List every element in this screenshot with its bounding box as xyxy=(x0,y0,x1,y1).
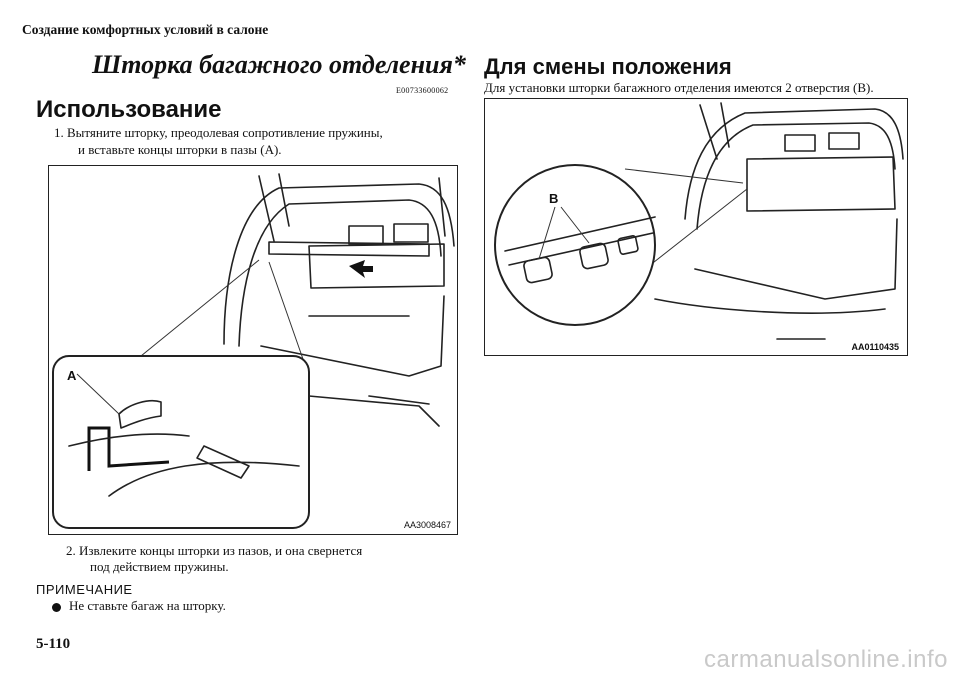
note-item: Не ставьте багаж на шторку. xyxy=(52,598,226,614)
usage-heading: Использование xyxy=(36,96,222,123)
figure-usage: A AA3008467 xyxy=(48,165,458,535)
note-heading: ПРИМЕЧАНИЕ xyxy=(36,582,133,597)
figure-usage-label: AA3008467 xyxy=(403,520,451,530)
trunk-holes-illustration: B xyxy=(494,102,904,340)
step1-line1: 1. Вытяните шторку, преодолевая сопротив… xyxy=(54,125,383,140)
step2-line2: под действием пружины. xyxy=(90,559,229,574)
watermark: carmanualsonline.info xyxy=(704,646,948,673)
section-header: Создание комфортных условий в салоне xyxy=(22,22,269,37)
step2-line1: 2. Извлеките концы шторки из пазов, и он… xyxy=(66,543,363,558)
page-number: 5-110 xyxy=(36,636,71,652)
figure-position-label: AA0110435 xyxy=(851,342,899,352)
page-title: Шторка багажного отделения* xyxy=(92,50,466,79)
callout-b: B xyxy=(549,191,558,206)
note-text: Не ставьте багаж на шторку. xyxy=(69,598,226,613)
trunk-illustration: A xyxy=(52,173,455,529)
step1-line2: и вставьте концы шторки в пазы (A). xyxy=(78,142,282,157)
position-text: Для установки шторки багажного отделения… xyxy=(484,80,874,95)
position-heading: Для смены положения xyxy=(484,54,732,79)
bullet-icon xyxy=(52,602,61,612)
document-id: E00733600062 xyxy=(396,86,449,95)
callout-a: A xyxy=(67,368,77,383)
figure-position: B AA0110435 xyxy=(484,98,908,356)
